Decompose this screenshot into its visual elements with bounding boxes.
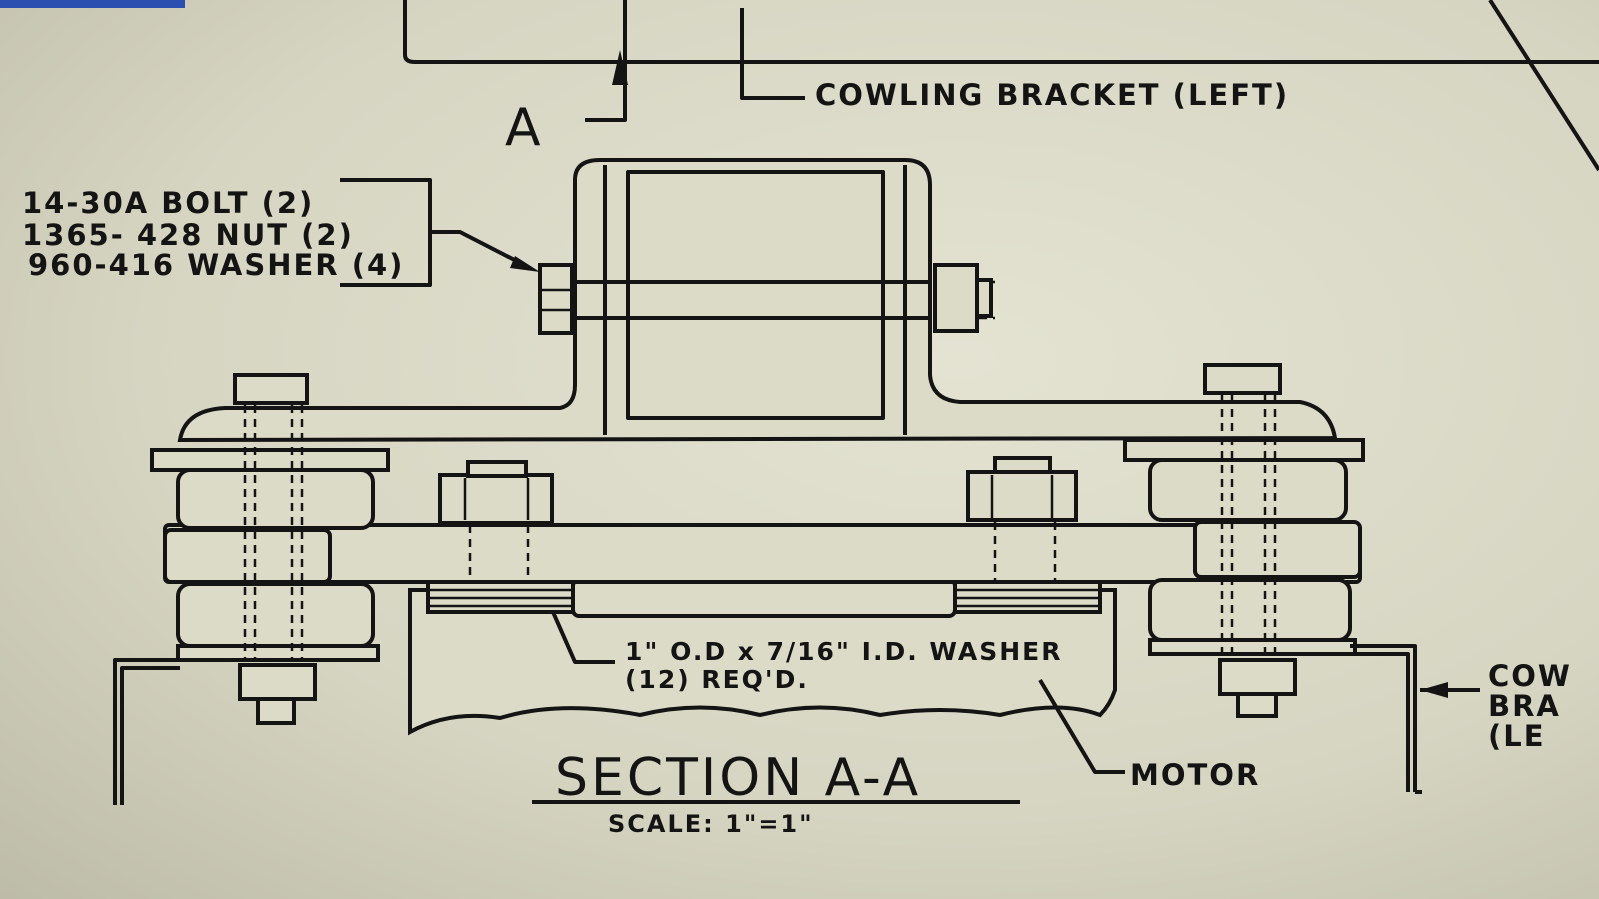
- bolt-label: 14-30A BOLT (2): [22, 186, 314, 220]
- cowling-leader: [740, 8, 805, 100]
- right-bracket-label-2: BRA: [1488, 689, 1561, 723]
- washer-spec-label: 1" O.D x 7/16" I.D. WASHER: [625, 637, 1062, 666]
- bracket-window: [626, 170, 885, 420]
- motor-body: [408, 588, 1117, 736]
- callout-bracket: [340, 178, 531, 287]
- section-title: SECTION A-A: [555, 748, 921, 808]
- right-bracket-label-3: (LE: [1488, 719, 1546, 753]
- top-frame-line: [403, 0, 1599, 64]
- isolator-right: [1123, 363, 1365, 718]
- washer-stack-right: [953, 580, 1102, 614]
- bracket-inner-lines: [575, 165, 930, 435]
- nut-right: [933, 263, 993, 333]
- spacer-plate: [571, 578, 957, 618]
- scale-label: SCALE: 1"=1": [608, 810, 814, 838]
- center-nut-right: [966, 456, 1078, 580]
- washer-leader: [551, 611, 615, 664]
- center-nut-left: [438, 460, 554, 582]
- right-angle-bracket: [1350, 644, 1422, 794]
- section-arrow-icon: [612, 50, 628, 85]
- section-marker: A: [505, 98, 544, 158]
- motor-leader: [1038, 678, 1125, 774]
- cowling-bracket-left-label: COWLING BRACKET (LEFT): [815, 78, 1289, 112]
- callout-arrow-icon: [510, 256, 540, 272]
- right-bracket-arrow-icon: [1420, 682, 1448, 698]
- mount-rail: [163, 523, 1362, 584]
- window-edge: [0, 0, 185, 8]
- through-bolt: [545, 280, 995, 320]
- diagonal-line: [1488, 0, 1599, 172]
- right-bracket-label-1: COW: [1488, 659, 1572, 693]
- bolt-head-left: [538, 263, 574, 335]
- section-cut-line: [585, 0, 627, 122]
- motor-mount-plate: [177, 158, 1338, 443]
- left-angle-bracket: [113, 658, 180, 805]
- washer-qty-label: (12) REQ'D.: [625, 665, 809, 694]
- nut-label: 1365- 428 NUT (2): [22, 218, 354, 252]
- motor-label: MOTOR: [1130, 758, 1260, 792]
- isolator-left: [150, 373, 390, 725]
- washer-label: 960-416 WASHER (4): [28, 248, 404, 282]
- washer-stack-left: [426, 580, 575, 614]
